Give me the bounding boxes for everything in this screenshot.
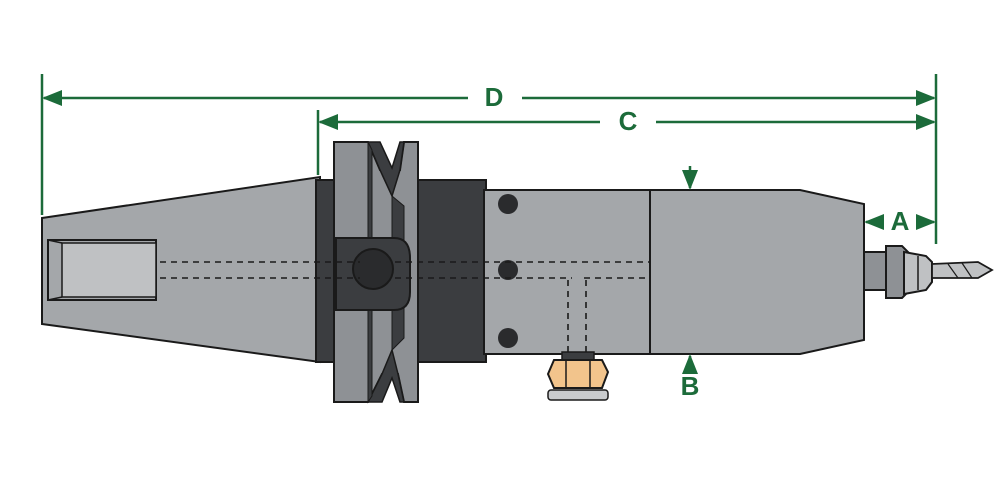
spindle-head bbox=[649, 189, 865, 355]
collet-nose bbox=[863, 245, 933, 299]
dimension-d-label: D bbox=[485, 82, 504, 112]
drill-bit bbox=[931, 261, 994, 279]
dimension-lines bbox=[40, 74, 938, 374]
v-flange bbox=[333, 141, 419, 404]
coolant-nut bbox=[546, 351, 610, 401]
taper-shank bbox=[41, 175, 321, 364]
screw-hole-top bbox=[498, 194, 518, 214]
dimension-c-label: C bbox=[619, 106, 638, 136]
screw-hole-middle bbox=[498, 260, 518, 280]
dimension-a-label: A bbox=[891, 206, 910, 236]
tool-body bbox=[483, 189, 651, 355]
screw-hole-bottom bbox=[498, 328, 518, 348]
dimension-b-label: B bbox=[681, 371, 700, 401]
coolant-channel bbox=[160, 261, 650, 358]
